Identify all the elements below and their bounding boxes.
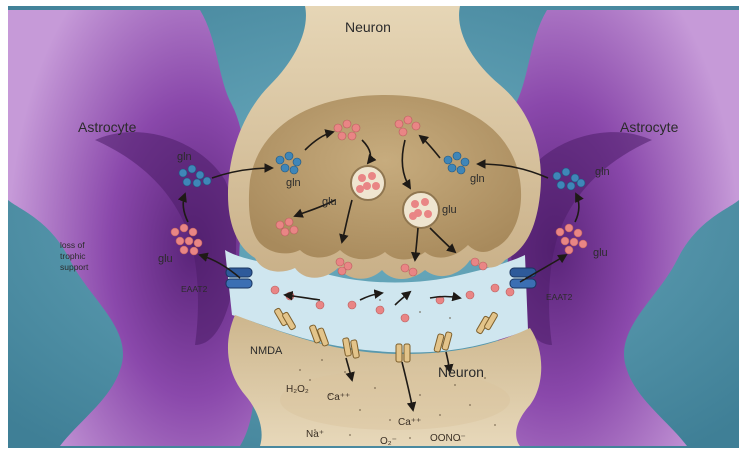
vesicle-right xyxy=(403,192,439,228)
label-astrocyte-left: Astrocyte xyxy=(78,119,137,135)
label-gln-right-astro: gln xyxy=(595,166,610,178)
label-trophic-2: trophic xyxy=(60,251,86,261)
label-eaat2-left: EAAT2 xyxy=(181,284,208,294)
label-glu-vesicle-left: glu xyxy=(322,196,337,208)
label-glu-right-astro: glu xyxy=(593,247,608,259)
label-gln-left-astro: gln xyxy=(177,151,192,163)
label-astrocyte-right: Astrocyte xyxy=(620,119,679,135)
ion-ca-1: Ca⁺⁺ xyxy=(327,392,350,403)
label-eaat2-right: EAAT2 xyxy=(546,292,573,302)
label-gln-right-neuron: gln xyxy=(470,173,485,185)
label-gln-left-neuron: gln xyxy=(286,177,301,189)
label-nmda: NMDA xyxy=(250,345,283,357)
label-neuron-bottom: Neuron xyxy=(438,364,484,380)
label-neuron-top: Neuron xyxy=(345,19,391,35)
ion-na: Na⁺ xyxy=(306,429,324,440)
ion-h2o2: H₂O₂ xyxy=(286,384,309,395)
label-trophic-1: loss of xyxy=(60,240,85,250)
ion-o2: O₂⁻ xyxy=(380,436,397,447)
label-glu-left-astro: glu xyxy=(158,253,173,265)
vesicle-left xyxy=(351,166,385,200)
ion-oono: OONO⁻ xyxy=(430,433,466,444)
ion-ca-2: Ca⁺⁺ xyxy=(398,417,421,428)
label-glu-vesicle-right: glu xyxy=(442,204,457,216)
label-trophic-3: support xyxy=(60,262,89,272)
